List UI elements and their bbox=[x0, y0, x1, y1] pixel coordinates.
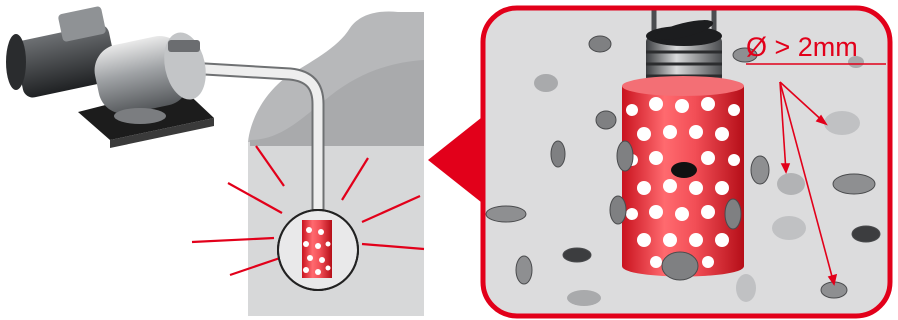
magnifier-pointer bbox=[428, 114, 486, 206]
strainer-icon bbox=[609, 8, 744, 281]
pump-icon bbox=[6, 6, 214, 148]
strainer-zoom-circle bbox=[277, 209, 359, 291]
magnifier-icon: Ø > 2mm bbox=[480, 5, 893, 319]
vibration-rays bbox=[191, 145, 425, 277]
suction-hose bbox=[187, 61, 325, 232]
size-arrows bbox=[779, 81, 838, 286]
gravel-particles bbox=[485, 35, 881, 306]
particle-size-label: Ø > 2mm bbox=[746, 32, 858, 62]
